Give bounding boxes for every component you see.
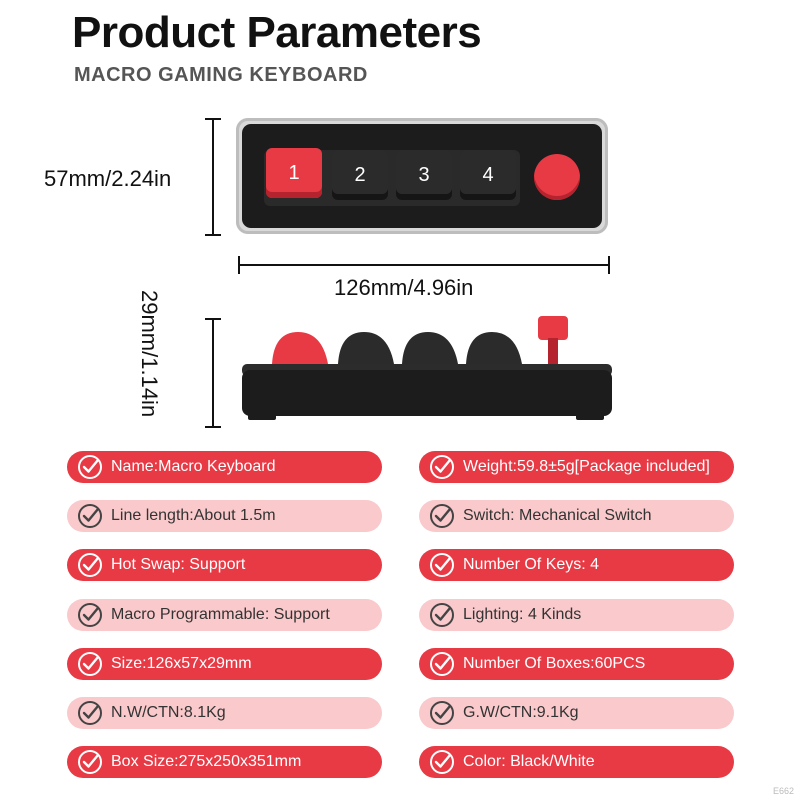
spec-item: Macro Programmable: Support — [67, 599, 382, 631]
spec-label: Hot Swap: Support — [111, 556, 246, 573]
key-1: 1 — [266, 148, 322, 198]
spec-item: Weight:59.8±5g[Package included] — [419, 451, 734, 483]
height-dimension-label: 57mm/2.24in — [44, 166, 172, 191]
spec-label: Line length:About 1.5m — [111, 507, 276, 524]
key-3-label: 3 — [418, 163, 430, 186]
height-dimension-cap-bottom — [205, 234, 221, 236]
keycap-side-3 — [402, 332, 458, 364]
spec-item: Number Of Boxes:60PCS — [419, 648, 734, 680]
width-dimension-label: 126mm/4.96in — [334, 275, 474, 300]
page-subtitle: MACRO GAMING KEYBOARD — [74, 64, 368, 86]
keycap-side-2 — [338, 332, 394, 364]
check-circle-icon — [430, 750, 454, 774]
width-dimension-cap-left — [238, 256, 240, 274]
check-circle-icon — [430, 504, 454, 528]
spec-label: Number Of Boxes:60PCS — [463, 655, 646, 672]
side-foot-right — [576, 414, 604, 420]
key-1-label: 1 — [288, 161, 300, 184]
spec-label: Lighting: 4 Kinds — [463, 606, 582, 623]
height-dimension-line — [212, 118, 214, 236]
watermark: E662 — [772, 786, 794, 796]
key-4: 4 — [460, 150, 516, 200]
spec-item: Switch: Mechanical Switch — [419, 500, 734, 532]
knob-top — [534, 154, 580, 200]
keycap-side-1 — [272, 332, 328, 364]
spec-item: Line length:About 1.5m — [67, 500, 382, 532]
width-dimension-cap-right — [608, 256, 610, 274]
spec-label: Box Size:275x250x351mm — [111, 753, 302, 770]
check-circle-icon — [78, 553, 102, 577]
check-circle-icon — [430, 553, 454, 577]
check-circle-icon — [78, 750, 102, 774]
keyboard-side-view — [242, 316, 612, 420]
knob-side-cap — [538, 316, 568, 340]
check-circle-icon — [430, 455, 454, 479]
keyboard-top-view: 1 2 3 4 — [236, 118, 608, 234]
keyboard-top-body: 1 2 3 4 — [242, 124, 602, 228]
spec-label: Switch: Mechanical Switch — [463, 507, 652, 524]
check-circle-icon — [430, 603, 454, 627]
side-body — [242, 370, 612, 416]
spec-label: Macro Programmable: Support — [111, 606, 330, 623]
spec-item: G.W/CTN:9.1Kg — [419, 697, 734, 729]
keycap-side-4 — [466, 332, 522, 364]
spec-item: Name:Macro Keyboard — [67, 451, 382, 483]
page-title: Product Parameters — [72, 8, 482, 57]
spec-item: Number Of Keys: 4 — [419, 549, 734, 581]
spec-item: Size:126x57x29mm — [67, 648, 382, 680]
key-2: 2 — [332, 150, 388, 200]
key-2-label: 2 — [354, 163, 366, 186]
depth-dimension-cap-top — [205, 318, 221, 320]
key-3: 3 — [396, 150, 452, 200]
spec-label: Name:Macro Keyboard — [111, 458, 276, 475]
width-dimension-line — [238, 264, 610, 266]
depth-dimension-cap-bottom — [205, 426, 221, 428]
check-circle-icon — [78, 701, 102, 725]
spec-item: Color: Black/White — [419, 746, 734, 778]
spec-item: Box Size:275x250x351mm — [67, 746, 382, 778]
spec-label: Number Of Keys: 4 — [463, 556, 600, 573]
check-circle-icon — [430, 701, 454, 725]
spec-item: Hot Swap: Support — [67, 549, 382, 581]
depth-dimension-line — [212, 318, 214, 428]
check-circle-icon — [78, 455, 102, 479]
spec-label: Color: Black/White — [463, 753, 595, 770]
knob-side-stem — [548, 338, 558, 366]
depth-dimension-label: 29mm/1.14in — [137, 290, 162, 418]
spec-item: N.W/CTN:8.1Kg — [67, 697, 382, 729]
check-circle-icon — [78, 504, 102, 528]
spec-item: Lighting: 4 Kinds — [419, 599, 734, 631]
check-circle-icon — [78, 652, 102, 676]
spec-label: Size:126x57x29mm — [111, 655, 252, 672]
spec-label: G.W/CTN:9.1Kg — [463, 704, 579, 721]
spec-label: Weight:59.8±5g[Package included] — [463, 458, 710, 475]
check-circle-icon — [78, 603, 102, 627]
height-dimension-cap-top — [205, 118, 221, 120]
check-circle-icon — [430, 652, 454, 676]
spec-label: N.W/CTN:8.1Kg — [111, 704, 226, 721]
key-4-label: 4 — [482, 163, 494, 186]
side-foot-left — [248, 414, 276, 420]
